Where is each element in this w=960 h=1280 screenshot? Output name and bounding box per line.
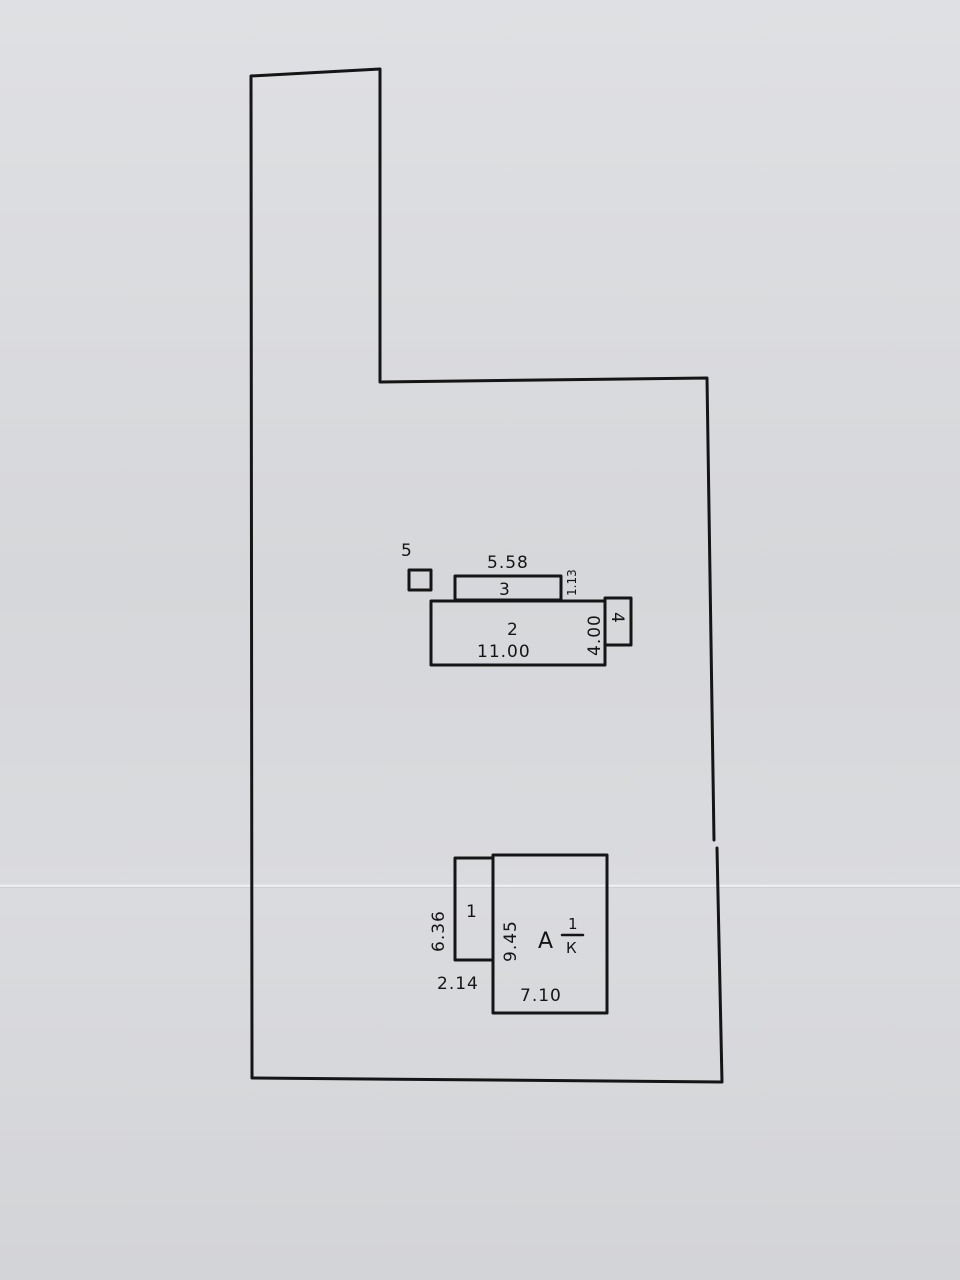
building-2-width: 11.00 xyxy=(477,642,531,662)
building-2-label: 2 xyxy=(507,620,519,640)
building-4-label: 4 xyxy=(607,612,627,624)
building-3-label: 3 xyxy=(499,580,511,600)
building-a-height: 9.45 xyxy=(501,920,521,962)
marker-5-label: 5 xyxy=(401,541,413,561)
building-4 xyxy=(603,596,633,647)
building-a-letter: А xyxy=(538,929,554,954)
plot-boundary xyxy=(249,67,724,1084)
marker-5-square xyxy=(407,568,433,592)
building-a-numerator: 1 xyxy=(568,915,579,933)
building-1-label: 1 xyxy=(466,902,478,922)
building-a-width: 7.10 xyxy=(520,986,562,1006)
building-2-depth: 4.00 xyxy=(585,614,605,656)
building-1-height: 6.36 xyxy=(429,910,449,952)
paper-fold xyxy=(0,884,960,888)
building-3-width: 5.58 xyxy=(487,553,529,573)
building-a xyxy=(491,853,609,1015)
building-3-side: 1.13 xyxy=(565,569,579,596)
building-1-width: 2.14 xyxy=(437,974,479,994)
building-a-denominator: К xyxy=(566,939,578,957)
